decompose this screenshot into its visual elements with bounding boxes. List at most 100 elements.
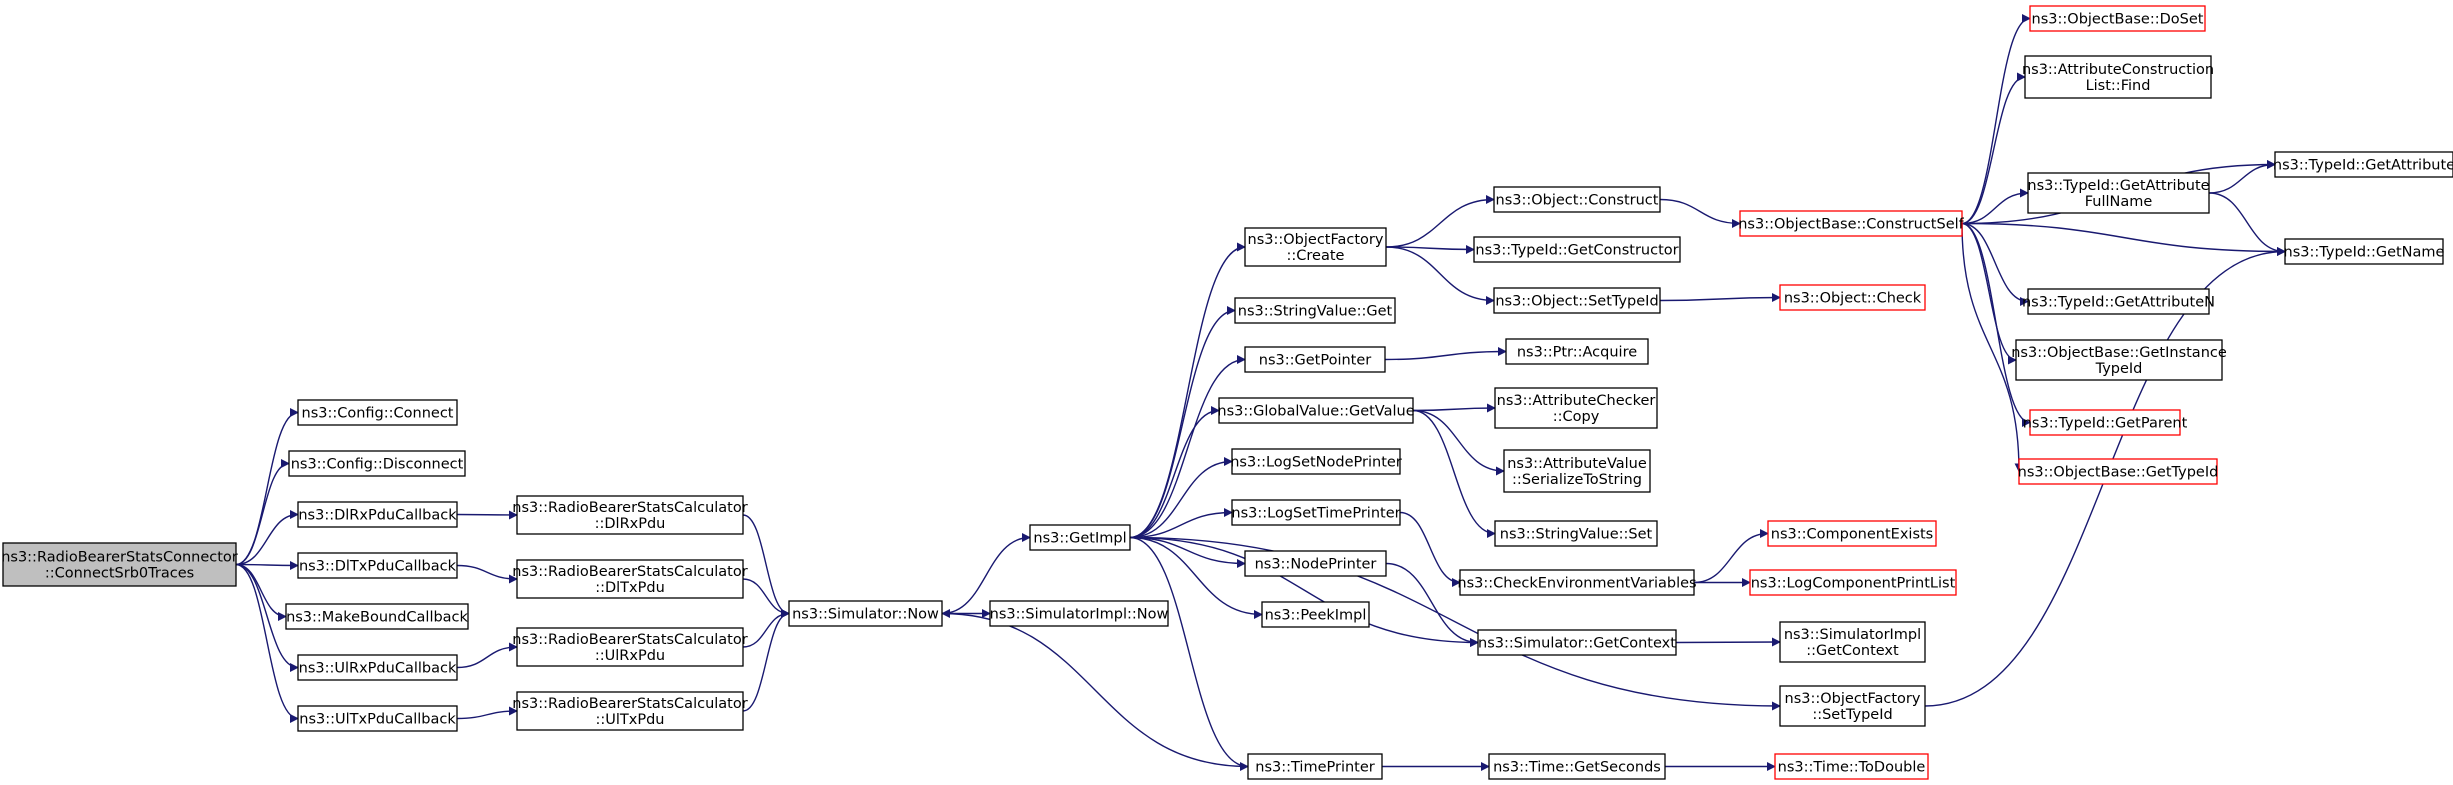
node-log-set-time-printer[interactable]: ns3::LogSetTimePrinter	[1231, 499, 1401, 526]
node-type-id-get-constructor[interactable]: ns3::TypeId::GetConstructor	[1473, 236, 1681, 263]
node-label: ns3::ObjectBase::GetTypeId	[2018, 465, 2219, 481]
node-label: ns3::GlobalValue::GetValue	[1217, 404, 1414, 420]
node-ptr-acquire[interactable]: ns3::Ptr::Acquire	[1505, 338, 1649, 365]
node-attribute-checker-copy[interactable]: ns3::AttributeChecker::Copy	[1494, 387, 1658, 429]
node-box	[1218, 397, 1414, 424]
node-simulator-impl-get-context[interactable]: ns3::SimulatorImpl::GetContext	[1779, 621, 1926, 663]
node-config-connect[interactable]: ns3::Config::Connect	[297, 399, 458, 426]
node-get-pointer[interactable]: ns3::GetPointer	[1244, 346, 1386, 373]
node-box	[2027, 288, 2210, 315]
node-label: ns3::ObjectBase::GetInstance	[2011, 345, 2227, 361]
node-string-value-set[interactable]: ns3::StringValue::Set	[1494, 520, 1658, 547]
node-type-id-get-parent[interactable]: ns3::TypeId::GetParent	[2023, 409, 2188, 436]
node-label: ns3::SimulatorImpl	[1784, 627, 1921, 643]
node-time-get-seconds[interactable]: ns3::Time::GetSeconds	[1488, 753, 1666, 780]
node-label: ns3::TypeId::GetAttribute	[2273, 158, 2453, 174]
node-simulator-impl-now[interactable]: ns3::SimulatorImpl::Now	[989, 600, 1169, 627]
node-calc-ul-tx-pdu[interactable]: ns3::RadioBearerStatsCalculator::UlTxPdu	[512, 691, 748, 731]
node-type-id-get-name[interactable]: ns3::TypeId::GetName	[2284, 238, 2445, 265]
node-object-check[interactable]: ns3::Object::Check	[1779, 284, 1926, 311]
node-string-value-get[interactable]: ns3::StringValue::Get	[1234, 297, 1396, 324]
node-label: ::UlTxPdu	[596, 712, 665, 728]
node-object-base-get-type-id[interactable]: ns3::ObjectBase::GetTypeId	[2018, 458, 2219, 485]
node-box	[1231, 499, 1401, 526]
node-object-base-construct-self[interactable]: ns3::ObjectBase::ConstructSelf	[1738, 210, 1965, 237]
node-attribute-value-serialize[interactable]: ns3::AttributeValue::SerializeToString	[1503, 449, 1651, 493]
node-box	[516, 495, 744, 535]
node-box	[1493, 287, 1661, 314]
node-node-printer[interactable]: ns3::NodePrinter	[1244, 550, 1387, 577]
node-label: TypeId	[2095, 361, 2143, 377]
edge-root-to-config-disconnect	[235, 459, 290, 566]
node-calc-dl-rx-pdu[interactable]: ns3::RadioBearerStatsCalculator::DlRxPdu	[512, 495, 748, 535]
node-object-factory-create[interactable]: ns3::ObjectFactory::Create	[1244, 227, 1387, 267]
node-get-impl[interactable]: ns3::GetImpl	[1029, 524, 1131, 551]
node-box	[1494, 387, 1658, 429]
node-time-printer[interactable]: ns3::TimePrinter	[1247, 753, 1383, 780]
node-object-base-do-set[interactable]: ns3::ObjectBase::DoSet	[2029, 5, 2206, 32]
node-component-exists[interactable]: ns3::ComponentExists	[1767, 520, 1937, 547]
edge-object-factory-create-to-object-set-type-id	[1385, 246, 1495, 305]
node-object-construct[interactable]: ns3::Object::Construct	[1493, 186, 1661, 213]
edge-root-to-make-bound-callback	[235, 563, 287, 621]
node-calc-ul-rx-pdu[interactable]: ns3::RadioBearerStatsCalculator::UlRxPdu	[512, 627, 748, 667]
node-simulator-now[interactable]: ns3::Simulator::Now	[788, 600, 943, 627]
edge-get-pointer-to-ptr-acquire	[1384, 347, 1507, 361]
node-type-id-get-attribute[interactable]: ns3::TypeId::GetAttribute	[2273, 151, 2453, 178]
node-ul-rx-pdu-callback[interactable]: ns3::UlRxPduCallback	[297, 654, 458, 681]
edge-get-impl-to-log-set-node-printer	[1129, 457, 1233, 539]
node-box	[2, 542, 237, 587]
node-calc-dl-tx-pdu[interactable]: ns3::RadioBearerStatsCalculator::DlTxPdu	[512, 559, 748, 599]
node-label: ns3::LogSetTimePrinter	[1231, 506, 1400, 522]
node-ul-tx-pdu-callback[interactable]: ns3::UlTxPduCallback	[297, 705, 458, 732]
node-box	[2027, 172, 2210, 214]
node-label: ::UlRxPdu	[595, 648, 665, 664]
edge-get-impl-to-global-value-get-value	[1129, 406, 1220, 539]
node-type-id-get-attribute-n[interactable]: ns3::TypeId::GetAttributeN	[2022, 288, 2215, 315]
node-box	[1779, 284, 1926, 311]
edge-root-to-dl-rx-pdu-callback	[235, 510, 299, 566]
node-time-to-double[interactable]: ns3::Time::ToDouble	[1774, 753, 1929, 780]
node-box	[2029, 5, 2206, 32]
edge-ul-tx-pdu-callback-to-calc-ul-tx-pdu	[456, 706, 518, 720]
node-box	[1234, 297, 1396, 324]
node-box	[297, 399, 458, 426]
node-label: ::SerializeToString	[1512, 472, 1642, 488]
node-box	[2018, 458, 2218, 485]
node-label: ns3::GetPointer	[1259, 353, 1372, 369]
node-label: ns3::LogComponentPrintList	[1751, 576, 1956, 592]
node-make-bound-callback[interactable]: ns3::MakeBoundCallback	[285, 603, 469, 630]
node-root[interactable]: ns3::RadioBearerStatsConnector::ConnectS…	[1, 542, 238, 587]
node-label: ns3::TypeId::GetConstructor	[1475, 243, 1678, 259]
node-config-disconnect[interactable]: ns3::Config::Disconnect	[288, 450, 466, 477]
edge-dl-tx-pdu-callback-to-calc-dl-tx-pdu	[456, 564, 518, 584]
node-label: ns3::Object::SetTypeId	[1495, 294, 1658, 310]
node-log-component-print-list[interactable]: ns3::LogComponentPrintList	[1749, 569, 1957, 596]
edge-calc-dl-rx-pdu-to-simulator-now	[742, 514, 790, 618]
node-check-environment-variables[interactable]: ns3::CheckEnvironmentVariables	[1457, 569, 1697, 596]
node-box	[1493, 186, 1661, 213]
node-object-factory-set-type-id[interactable]: ns3::ObjectFactory::SetTypeId	[1779, 685, 1926, 727]
node-dl-rx-pdu-callback[interactable]: ns3::DlRxPduCallback	[297, 501, 458, 528]
node-box	[788, 600, 943, 627]
node-object-set-type-id[interactable]: ns3::Object::SetTypeId	[1493, 287, 1661, 314]
edge-get-impl-to-object-factory-set-type-id	[1129, 536, 1781, 711]
edge-get-impl-to-get-pointer	[1129, 355, 1246, 539]
edge-object-factory-create-to-object-construct	[1385, 195, 1495, 248]
node-box	[1244, 227, 1387, 267]
edge-calc-dl-tx-pdu-to-simulator-now	[742, 578, 790, 618]
node-simulator-get-context[interactable]: ns3::Simulator::GetContext	[1477, 629, 1677, 656]
node-peek-impl[interactable]: ns3::PeekImpl	[1261, 601, 1370, 628]
node-dl-tx-pdu-callback[interactable]: ns3::DlTxPduCallback	[297, 552, 458, 579]
node-label: ns3::RadioBearerStatsCalculator	[512, 564, 747, 580]
edge-get-impl-to-simulator-get-context	[1129, 536, 1479, 647]
edge-simulator-now-to-get-impl	[941, 533, 1031, 615]
edge-object-base-construct-self-to-type-id-get-attribute-full-name	[1961, 188, 2029, 225]
node-log-set-node-printer[interactable]: ns3::LogSetNodePrinter	[1230, 448, 1402, 475]
node-global-value-get-value[interactable]: ns3::GlobalValue::GetValue	[1217, 397, 1415, 424]
node-box	[1244, 550, 1387, 577]
node-label: ns3::Simulator::Now	[792, 607, 939, 623]
